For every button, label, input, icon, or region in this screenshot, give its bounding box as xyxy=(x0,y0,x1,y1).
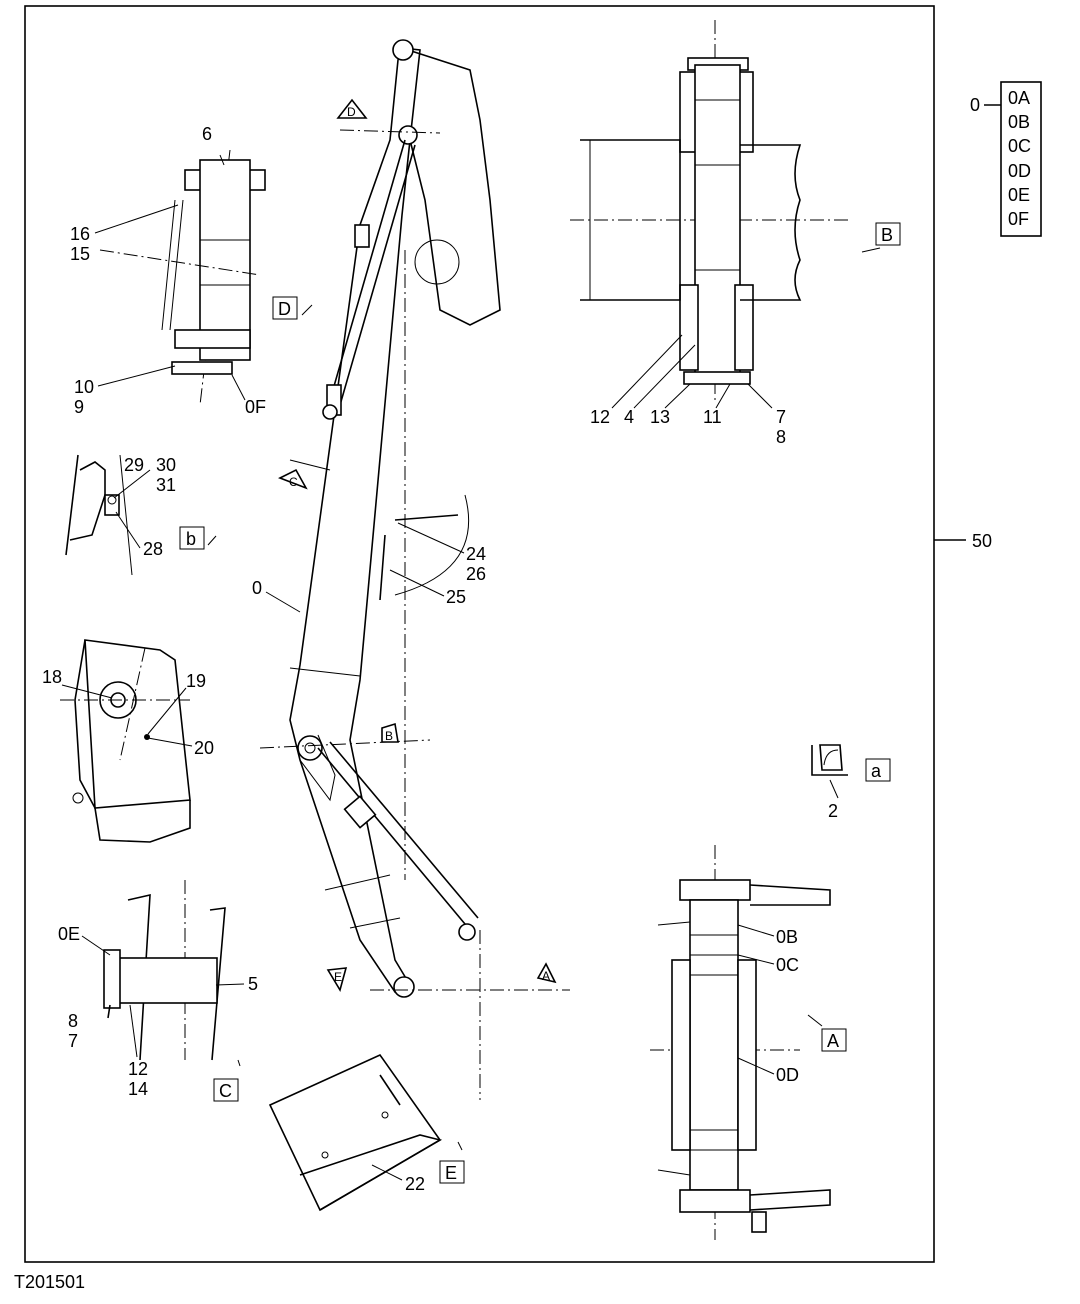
callout-18: 18 xyxy=(42,667,62,687)
kit-part-0A: 0A xyxy=(1008,88,1030,108)
callout-0F: 0F xyxy=(245,397,266,417)
detail-a-lower: 0B 0C 0D A xyxy=(650,845,847,1240)
view-label-B: B xyxy=(881,225,893,245)
detail-c: 0E 5 8 7 12 14 C xyxy=(58,880,258,1102)
callout-25: 25 xyxy=(446,587,466,607)
callout-2: 2 xyxy=(828,801,838,821)
callout-28: 28 xyxy=(143,539,163,559)
section-markers: D C B E A xyxy=(278,98,557,993)
section-marker-D: D xyxy=(347,105,356,119)
callout-24: 24 xyxy=(466,544,486,564)
kit-part-0C: 0C xyxy=(1008,136,1031,156)
detail-a: 2 a xyxy=(811,744,891,821)
callout-12-upper: 12 xyxy=(590,407,610,427)
view-label-D: D xyxy=(278,299,291,319)
callout-0E: 0E xyxy=(58,924,80,944)
callout-0C: 0C xyxy=(776,955,799,975)
assembly-number: 0 xyxy=(970,95,980,115)
detail-b-upper: B 12 4 13 11 7 8 xyxy=(570,20,901,447)
callout-5: 5 xyxy=(248,974,258,994)
kit-part-0F: 0F xyxy=(1008,209,1029,229)
callout-31: 31 xyxy=(156,475,176,495)
callout-8: 8 xyxy=(68,1011,78,1031)
section-marker-A: A xyxy=(542,969,550,983)
section-marker-E: E xyxy=(334,970,342,984)
main-boom: 0 24 26 25 xyxy=(252,39,570,1100)
kit-part-0B: 0B xyxy=(1008,112,1030,132)
callout-0B: 0B xyxy=(776,927,798,947)
view-label-C: C xyxy=(219,1081,232,1101)
kit-part-0D: 0D xyxy=(1008,161,1031,181)
bracket-detail: 18 19 20 xyxy=(42,639,214,843)
callout-26: 26 xyxy=(466,564,486,584)
callout-16: 16 xyxy=(70,224,90,244)
callout-20: 20 xyxy=(194,738,214,758)
callout-29: 29 xyxy=(124,455,144,475)
callout-0: 0 xyxy=(252,578,262,598)
callout-13: 13 xyxy=(650,407,670,427)
view-label-A: A xyxy=(827,1031,839,1051)
callout-22: 22 xyxy=(405,1174,425,1194)
callout-30: 30 xyxy=(156,455,176,475)
callout-0D: 0D xyxy=(776,1065,799,1085)
section-marker-B: B xyxy=(385,729,393,743)
callout-7-upper: 7 xyxy=(776,407,786,427)
callout-4: 4 xyxy=(624,407,634,427)
callout-12: 12 xyxy=(128,1059,148,1079)
detail-b: 29 30 31 28 b xyxy=(65,454,217,576)
drawing-id: T201501 xyxy=(14,1272,86,1292)
view-label-E: E xyxy=(445,1163,457,1183)
detail-e: 22 E xyxy=(268,1053,465,1212)
callout-14: 14 xyxy=(128,1079,148,1099)
callout-6: 6 xyxy=(202,124,212,144)
callout-9: 9 xyxy=(74,397,84,417)
callout-7: 7 xyxy=(68,1031,78,1051)
drawing-frame xyxy=(24,5,935,1263)
view-label-a: a xyxy=(871,761,882,781)
callout-8-upper: 8 xyxy=(776,427,786,447)
group-number: 50 xyxy=(972,531,992,551)
kit-parts-legend: 0 0A 0B 0C 0D 0E 0F xyxy=(970,81,1042,237)
section-marker-C: C xyxy=(289,475,298,489)
callout-19: 19 xyxy=(186,671,206,691)
callout-11: 11 xyxy=(703,407,722,427)
view-label-b: b xyxy=(186,529,196,549)
callout-10: 10 xyxy=(74,377,94,397)
group-reference: 50 xyxy=(934,531,992,551)
detail-d: 6 16 15 10 9 0F D xyxy=(70,124,313,417)
callout-15: 15 xyxy=(70,244,90,264)
kit-part-0E: 0E xyxy=(1008,185,1030,205)
